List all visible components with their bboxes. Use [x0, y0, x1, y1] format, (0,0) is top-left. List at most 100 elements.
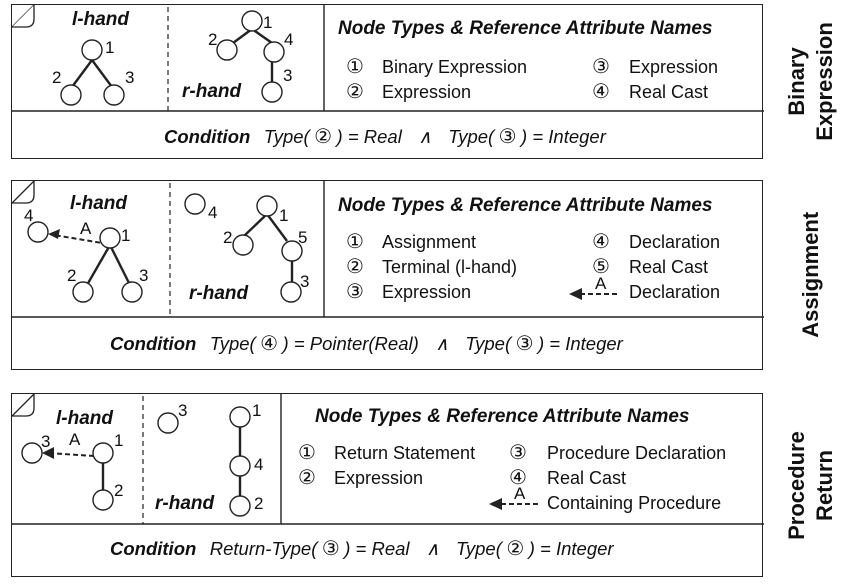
node-number: ③: [346, 281, 364, 303]
node-types-heading: Node Types & Reference Attribute Names: [338, 18, 712, 39]
node-circle: [81, 39, 103, 61]
node-label: 3: [300, 272, 309, 291]
rule-title-line: Return: [811, 449, 837, 521]
node-type-name: Expression: [382, 282, 471, 302]
node-type-name: Binary Expression: [382, 57, 527, 77]
node-label: 2: [67, 266, 76, 285]
rhand-graph: 1 2 4 3: [208, 10, 293, 103]
node-type-name: Return Statement: [334, 443, 475, 463]
node-types-heading: Node Types & Reference Attribute Names: [315, 406, 689, 427]
node-label: 1: [263, 13, 272, 32]
lhand-label: l-hand: [56, 408, 113, 429]
rule-panel-binary-expression: l-hand 1 2 3 r-hand 1 2 4 3 Node T: [11, 4, 764, 159]
rule-title-procedure-return: Procedure Return: [768, 393, 853, 577]
node-label: 1: [252, 401, 261, 420]
node-type-name: Expression: [382, 82, 471, 102]
node-number: ②: [346, 256, 364, 278]
node-number: ⑤: [592, 256, 610, 278]
node-type-name: Real Cast: [629, 82, 708, 102]
node-label: 1: [105, 38, 114, 57]
condition-text: Condition Return-Type( ③ ) = Real ∧ Type…: [110, 538, 614, 560]
node-label: 3: [178, 401, 187, 420]
reference-arrow-icon: A: [489, 484, 539, 510]
node-circle: [21, 442, 43, 464]
rhand-label: r-hand: [182, 81, 242, 102]
folded-corner: [11, 393, 35, 417]
node-label: 1: [121, 226, 130, 245]
rule-diagram: l-hand 3 A 1 2 r-hand 3 1 4 2: [11, 393, 764, 560]
node-circle: [241, 10, 263, 32]
node-type-name: Expression: [334, 468, 423, 488]
node-number: ④: [592, 81, 610, 103]
node-circle: [60, 84, 82, 106]
lhand-graph: 1 2 3: [52, 38, 134, 106]
node-type-name: Containing Procedure: [547, 493, 721, 513]
node-number: ②: [298, 467, 316, 489]
node-label: 3: [41, 432, 50, 451]
lhand-graph: 4 A 1 2 3: [24, 206, 148, 303]
node-label: 2: [114, 481, 123, 500]
reference-arrow-icon: A: [569, 274, 620, 300]
node-label: 4: [254, 455, 263, 474]
node-label: 1: [114, 431, 123, 450]
rule-title-line: Binary: [784, 47, 810, 116]
node-circle: [92, 489, 114, 511]
node-label: 3: [139, 266, 148, 285]
node-circle: [256, 195, 278, 217]
node-circle: [232, 234, 254, 256]
node-circle: [261, 81, 283, 103]
node-type-name: Expression: [629, 57, 718, 77]
node-circle: [121, 281, 143, 303]
node-number: ①: [346, 231, 364, 253]
node-circle: [92, 442, 114, 464]
rule-title-line: Procedure: [784, 430, 810, 540]
node-circle: [216, 39, 238, 61]
node-label: 3: [283, 66, 292, 85]
node-circle: [280, 281, 302, 303]
node-label: 4: [24, 206, 33, 225]
node-number: ②: [346, 81, 364, 103]
folded-corner-flap: [12, 5, 35, 28]
node-circle: [263, 41, 285, 63]
rhand-graph: 3 1 4 2: [157, 401, 263, 517]
node-circle: [72, 281, 94, 303]
node-types-heading: Node Types & Reference Attribute Names: [338, 195, 712, 216]
condition-text: Condition Type( ② ) = Real ∧ Type( ③ ) =…: [164, 126, 607, 148]
node-number: ③: [592, 56, 610, 78]
node-type-name: Real Cast: [629, 257, 708, 277]
node-type-name: Assignment: [382, 232, 476, 252]
lhand-graph: 3 A 1 2: [21, 430, 123, 511]
node-label: 2: [223, 228, 232, 247]
node-type-name: Procedure Declaration: [547, 443, 726, 463]
folded-corner: [11, 180, 35, 204]
edge-attr-label: A: [514, 484, 526, 503]
rhand-label: r-hand: [155, 493, 215, 514]
node-label: 2: [208, 30, 217, 49]
node-label: 4: [208, 203, 217, 222]
edge-attr-label: A: [80, 219, 92, 238]
node-number: ①: [346, 56, 364, 78]
rule-title-line: Expression: [811, 22, 837, 141]
node-number: ①: [298, 442, 316, 464]
rule-diagram: l-hand 1 2 3 r-hand 1 2 4 3 Node T: [11, 4, 764, 148]
node-label: 5: [298, 228, 307, 247]
node-circle: [157, 412, 179, 434]
rule-panel-procedure-return: l-hand 3 A 1 2 r-hand 3 1 4 2: [11, 393, 764, 577]
node-number: ④: [509, 467, 527, 489]
rule-diagram: l-hand 4 A 1 2 3 r-hand 4: [11, 180, 764, 355]
node-type-name: Real Cast: [547, 468, 626, 488]
node-label: 3: [125, 68, 134, 87]
node-circle: [27, 221, 49, 243]
rule-title-assignment: Assignment: [768, 180, 853, 370]
node-circle: [99, 227, 121, 249]
rule-title-line: Assignment: [797, 212, 823, 338]
lhand-label: l-hand: [70, 193, 127, 214]
node-circle: [184, 193, 206, 215]
node-circle: [281, 240, 303, 262]
node-circle: [103, 84, 125, 106]
node-label: 4: [284, 30, 293, 49]
edge-attr-label: A: [595, 274, 607, 293]
node-label: 2: [254, 494, 263, 513]
node-circle: [229, 455, 251, 477]
lhand-label: l-hand: [72, 9, 129, 30]
